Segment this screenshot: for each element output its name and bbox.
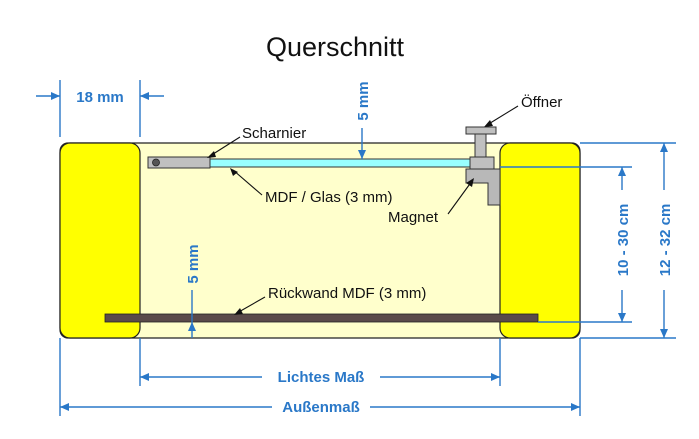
dim-top-gap-label: 5 mm (355, 81, 372, 120)
dim-outer-depth-label: 12 - 32 cm (657, 204, 674, 277)
dim-inner-width-label: Lichtes Maß (278, 369, 365, 386)
back-wall (104, 313, 539, 323)
dim-outer-width (59, 338, 581, 416)
door-panel (209, 158, 473, 168)
opener-label: Öffner (521, 93, 562, 111)
panel-label: MDF / Glas (3 mm) (265, 189, 393, 206)
opener-stem (474, 133, 487, 159)
dim-inner-depth (500, 166, 632, 323)
dim-side-width (36, 80, 164, 137)
hinge-pin (152, 158, 160, 167)
diagram-title: Querschnitt (266, 32, 405, 62)
dim-outer-depth (580, 142, 676, 339)
dim-side-width-label: 18 mm (76, 89, 124, 106)
left-side-panel (59, 142, 141, 339)
panel-pointer (230, 168, 263, 196)
magnet-label: Magnet (388, 209, 439, 226)
back-wall-label: Rückwand MDF (3 mm) (268, 285, 426, 302)
dim-bottom-gap-label: 5 mm (185, 244, 202, 283)
dim-inner-depth-label: 10 - 30 cm (615, 204, 632, 277)
back-wall-pointer (234, 296, 266, 315)
right-side-panel (499, 142, 581, 339)
opener-pointer (484, 105, 519, 127)
magnet-pointer (447, 178, 474, 215)
dim-inner-width (139, 338, 501, 386)
hinge-pointer (207, 136, 241, 158)
hinge-label: Scharnier (242, 125, 306, 142)
opener-body (469, 156, 495, 170)
opener-top (465, 126, 497, 135)
dim-top-gap (358, 128, 366, 159)
dim-bottom-gap (188, 290, 196, 338)
dim-outer-width-label: Außenmaß (282, 399, 360, 416)
